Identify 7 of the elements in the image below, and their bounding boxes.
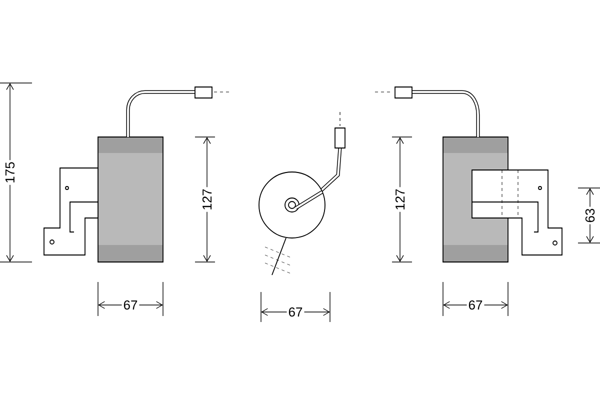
dimension-label: 67 [466, 298, 484, 312]
dimension-label: 175 [4, 160, 16, 185]
dimension-label: 127 [394, 187, 406, 212]
dimension-label: 67 [122, 298, 140, 312]
dimension-label: 63 [584, 206, 596, 224]
dimension-label: 127 [200, 187, 214, 212]
dimension-label: 67 [286, 306, 304, 318]
